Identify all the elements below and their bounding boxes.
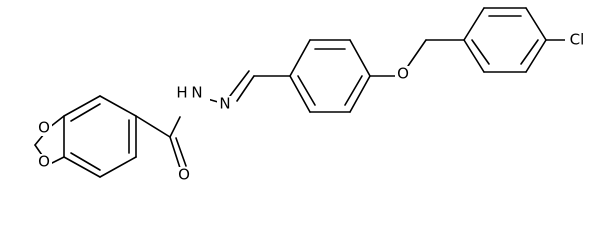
atom-nitrogen-imine: N [219,95,230,113]
label-background [565,31,589,49]
atom-nh-hydrogen: H [176,84,187,102]
label-background [217,96,233,112]
label-background [395,66,411,82]
atom-labels: O O O H N N O Cl [36,31,589,184]
atom-chlorine: Cl [570,31,585,49]
atom-oxygen-ether: O [397,65,409,83]
label-background [36,120,52,136]
atom-oxygen-ring-bottom: O [38,153,50,171]
label-background [176,167,192,183]
label-background [36,154,52,170]
bond-lines [34,7,566,178]
atom-nh-nitrogen: N [191,84,202,102]
atom-oxygen-carbonyl: O [178,166,190,184]
label-background [172,84,210,102]
atom-oxygen-ring-top: O [38,119,50,137]
chemical-structure: O O O H N N O Cl [34,7,589,184]
